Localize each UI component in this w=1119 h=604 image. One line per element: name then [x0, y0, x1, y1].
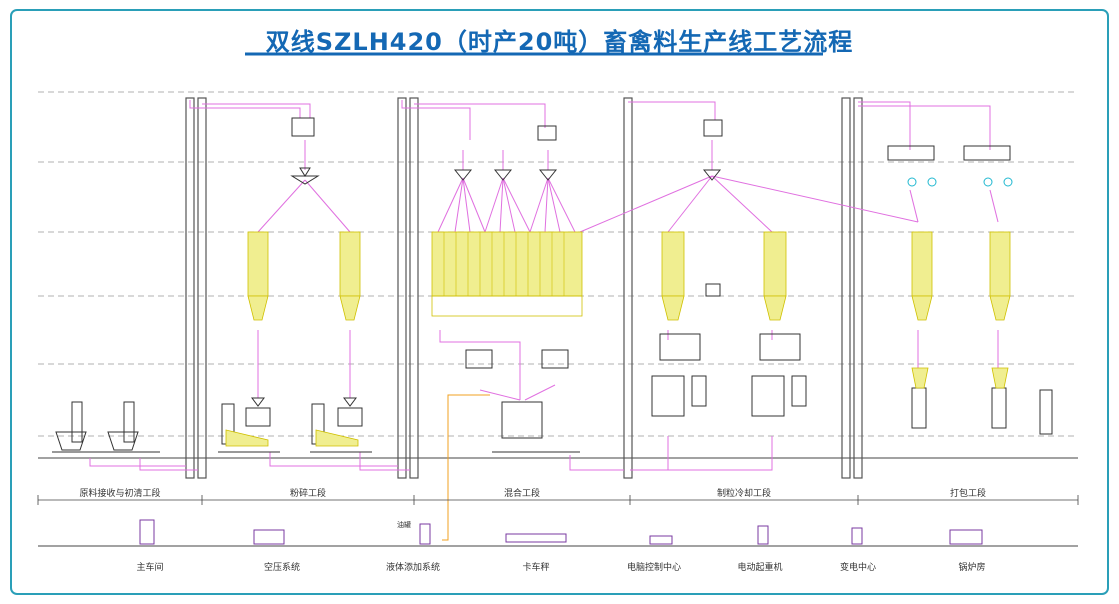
facility-label-air-compressor: 空压系统 — [263, 563, 301, 573]
elevator-columns — [185, 97, 863, 479]
facility-label-truck-scale: 卡车秤 — [522, 563, 550, 573]
air-compressor-icon — [253, 529, 285, 545]
stage-label-packing: 打包工段 — [949, 489, 987, 499]
stage-label-receiving: 原料接收与初清工段 — [79, 489, 161, 499]
facility-label-control-center: 电脑控制中心 — [626, 563, 682, 573]
facility-label-main-workshop: 主车间 — [136, 563, 164, 573]
grinder-conveyor-fill — [225, 429, 359, 447]
truck-scale-icon — [505, 533, 567, 543]
mixing-bins — [431, 231, 583, 317]
crane-icon — [757, 525, 769, 545]
boiler-icon — [949, 529, 983, 545]
stage-label-grinding: 粉碎工段 — [289, 489, 327, 499]
facility-label-boiler: 锅炉房 — [958, 563, 986, 573]
pellet-bins — [661, 231, 787, 321]
receiving-equipment — [52, 401, 160, 453]
diagram-title: 双线SZLH420（时产20吨）畜禽料生产线工艺流程 — [265, 28, 854, 56]
substation-icon — [851, 527, 863, 545]
pipes — [89, 100, 999, 471]
facility-label-substation: 变电中心 — [839, 563, 877, 573]
pellet-equipment — [651, 119, 807, 417]
grinder-bins — [247, 231, 361, 321]
liquid-line — [442, 394, 490, 541]
stage-label-mixing: 混合工段 — [503, 489, 541, 499]
stage-label-pelleting: 制粒冷却工段 — [716, 489, 772, 499]
facility-label-crane: 电动起重机 — [737, 563, 783, 573]
stage-dimension-line — [37, 495, 1079, 505]
facility-icons — [139, 519, 983, 545]
mixing-equipment — [453, 125, 580, 453]
control-center-icon — [649, 535, 673, 545]
oil-tank-label: 油罐 — [397, 521, 411, 529]
liquid-tank-icon — [419, 523, 431, 545]
outer-border — [10, 9, 1109, 595]
packing-bins — [911, 231, 1011, 389]
packing-sensors — [907, 177, 1013, 187]
main-workshop-icon — [139, 519, 155, 545]
facility-label-liquid-addition: 液体添加系统 — [385, 563, 441, 573]
